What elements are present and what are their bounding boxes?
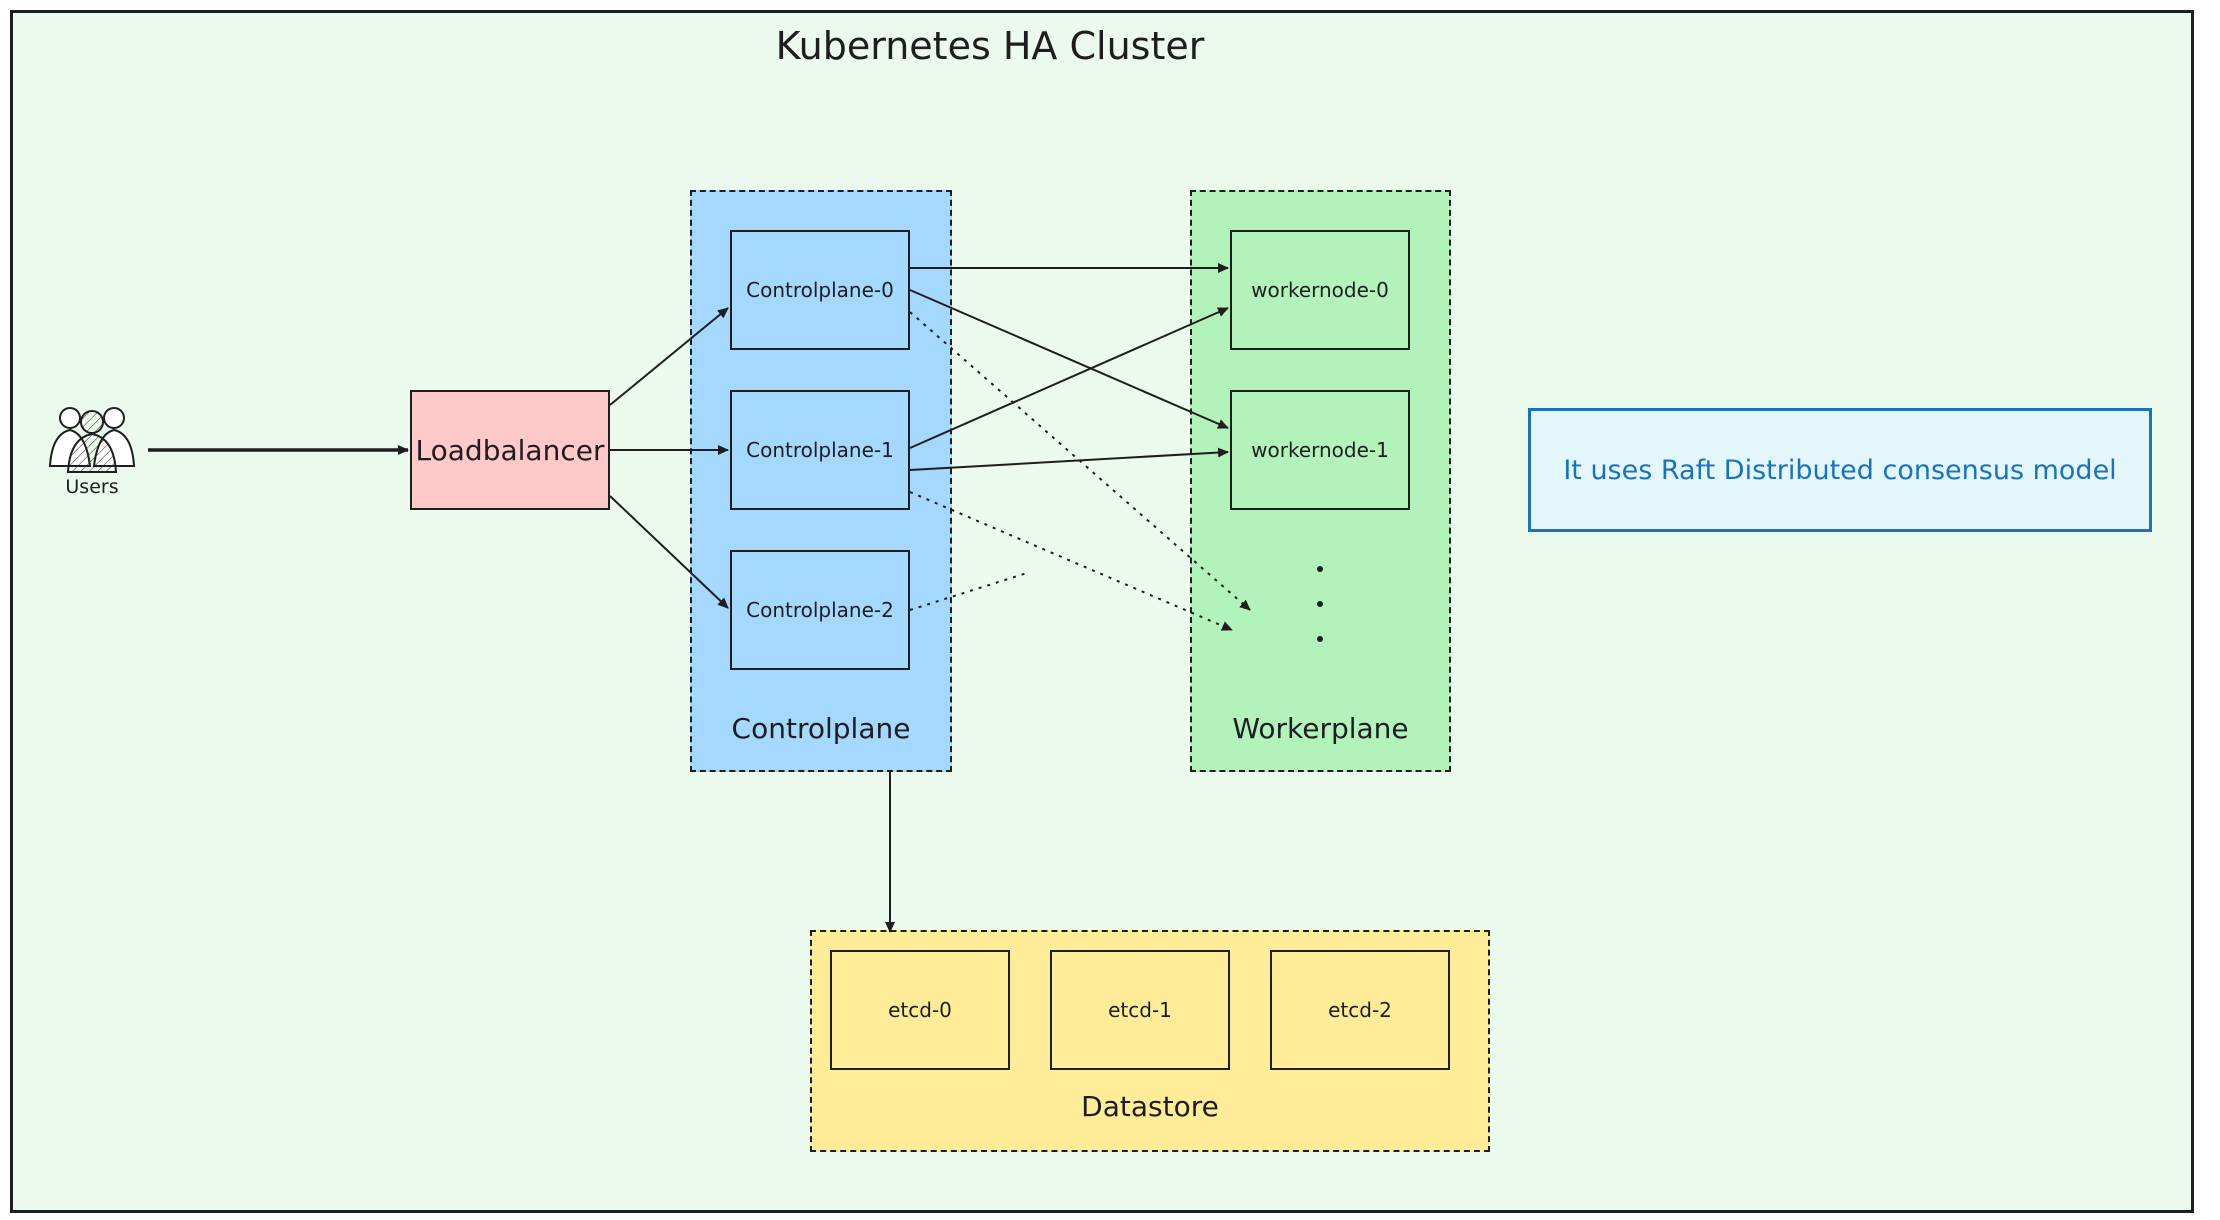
workernode-0-node: workernode-0 <box>1230 230 1410 350</box>
etcd-2-label: etcd-2 <box>1328 998 1392 1022</box>
controlplane-group-label: Controlplane <box>731 712 911 745</box>
workernode-1-node: workernode-1 <box>1230 390 1410 510</box>
controlplane-0-node: Controlplane-0 <box>730 230 910 350</box>
workernode-1-label: workernode-1 <box>1251 438 1389 462</box>
etcd-0-node: etcd-0 <box>830 950 1010 1070</box>
controlplane-1-label: Controlplane-1 <box>746 438 894 462</box>
users-icon <box>48 407 136 473</box>
diagram-title: Kubernetes HA Cluster <box>775 24 1205 68</box>
controlplane-1-node: Controlplane-1 <box>730 390 910 510</box>
controlplane-0-label: Controlplane-0 <box>746 278 894 302</box>
etcd-2-node: etcd-2 <box>1270 950 1450 1070</box>
datastore-group-label: Datastore <box>1081 1090 1219 1123</box>
controlplane-2-node: Controlplane-2 <box>730 550 910 670</box>
controlplane-2-label: Controlplane-2 <box>746 598 894 622</box>
users-label: Users <box>65 476 119 498</box>
loadbalancer-node: Loadbalancer <box>410 390 610 510</box>
raft-note: It uses Raft Distributed consensus model <box>1528 408 2152 532</box>
raft-note-text: It uses Raft Distributed consensus model <box>1563 454 2117 486</box>
workernode-0-label: workernode-0 <box>1251 278 1389 302</box>
users-node: Users <box>46 404 138 504</box>
loadbalancer-label: Loadbalancer <box>415 433 605 467</box>
etcd-1-node: etcd-1 <box>1050 950 1230 1070</box>
etcd-1-label: etcd-1 <box>1108 998 1172 1022</box>
workerplane-group-label: Workerplane <box>1232 712 1409 745</box>
etcd-0-label: etcd-0 <box>888 998 952 1022</box>
